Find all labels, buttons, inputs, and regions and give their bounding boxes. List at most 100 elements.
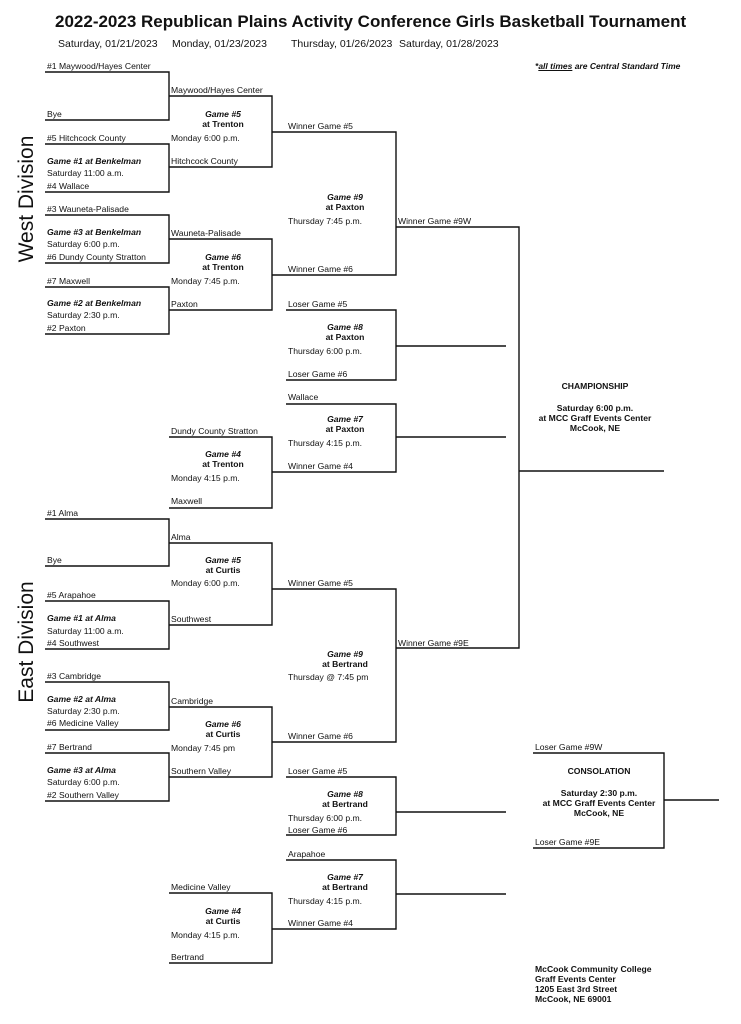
game-2-west-title: Game #2 at Benkelman [47,298,142,308]
game-1-west-title: Game #1 at Benkelman [47,156,142,166]
date-round-3: Thursday, 01/26/2023 [291,38,393,50]
r2-alma: Alma [171,532,191,542]
game-9-east-title: Game #9 [327,649,363,659]
game-3-west-time: Saturday 6:00 p.m. [47,239,120,249]
team-southwest-seed: #4 Southwest [47,638,100,648]
game-3-east-title: Game #3 at Alma [47,765,116,775]
game-6-east-site: at Curtis [205,729,241,739]
game-5-east-time: Monday 6:00 p.m. [171,578,240,588]
consolation-block: CONSOLATION Saturday 2:30 p.m. at MCC Gr… [524,766,674,818]
team-medicine-valley-seed: #6 Medicine Valley [47,718,119,728]
team-bertrand-seed: #7 Bertrand [47,742,92,752]
consolation-site: at MCC Graff Events Center [542,798,656,808]
r2-hitchcock: Hitchcock County [171,156,238,166]
game-8-east-site: at Bertrand [322,799,368,809]
game-5-east-title: Game #5 [205,555,241,565]
game-5-west-time: Monday 6:00 p.m. [171,133,240,143]
game-7-west-block: Game #7 at Paxton [300,414,390,434]
r2-medicine-valley: Medicine Valley [171,882,231,892]
time-zone-note: *all times are Central Standard Time [535,61,681,71]
game-7-east-time: Thursday 4:15 p.m. [288,896,363,906]
loser-game-5-east: Loser Game #5 [288,766,348,776]
game-4-west-title: Game #4 [205,449,241,459]
winner-game-9e: Winner Game #9E [398,638,469,648]
game-8-west-title: Game #8 [327,322,363,332]
r3-arapahoe: Arapahoe [288,849,326,859]
date-round-4: Saturday, 01/28/2023 [399,38,499,50]
game-4-east-title: Game #4 [205,906,241,916]
game-8-west-site: at Paxton [325,332,365,342]
game-7-east-title: Game #7 [327,872,363,882]
game-6-west-title: Game #6 [205,252,241,262]
r2-maywood-hayes: Maywood/Hayes Center [171,85,263,95]
address-line-2: Graff Events Center [535,974,616,984]
r2-cambridge: Cambridge [171,696,214,706]
game-6-east-title: Game #6 [205,719,241,729]
game-6-east-block: Game #6 at Curtis [178,719,268,739]
team-maywood-hayes-seed: #1 Maywood/Hayes Center [47,61,151,71]
game-5-east-site: at Curtis [205,565,241,575]
address-line-4: McCook, NE 69001 [535,994,612,1004]
consolation-title: CONSOLATION [567,766,631,776]
game-9-west-site: at Paxton [325,202,365,212]
game-8-east-title: Game #8 [327,789,363,799]
game-8-west-block: Game #8 at Paxton [300,322,390,342]
consolation-city: McCook, NE [573,808,625,818]
address-line-1: McCook Community College [535,964,652,974]
championship-block: CHAMPIONSHIP Saturday 6:00 p.m. at MCC G… [520,381,670,433]
game-5-east-block: Game #5 at Curtis [178,555,268,575]
game-5-west-title: Game #5 [205,109,241,119]
loser-game-5-west: Loser Game #5 [288,299,348,309]
game-9-west-title: Game #9 [327,192,363,202]
r2-bertrand: Bertrand [171,952,204,962]
team-arapahoe-seed: #5 Arapahoe [47,590,96,600]
game-7-west-title: Game #7 [327,414,363,424]
consolation-time: Saturday 2:30 p.m. [560,788,638,798]
loser-game-6-west: Loser Game #6 [288,369,348,379]
winner-game-6-west: Winner Game #6 [288,264,353,274]
game-5-west-block: Game #5 at Trenton [178,109,268,129]
game-4-west-block: Game #4 at Trenton [178,449,268,469]
game-7-west-time: Thursday 4:15 p.m. [288,438,363,448]
team-dundy-county-seed: #6 Dundy County Stratton [47,252,146,262]
game-2-east-time: Saturday 2:30 p.m. [47,706,120,716]
team-alma-seed: #1 Alma [47,508,79,518]
game-4-east-site: at Curtis [205,916,241,926]
championship-city: McCook, NE [569,423,621,433]
winner-game-5-west: Winner Game #5 [288,121,353,131]
team-paxton-seed: #2 Paxton [47,323,86,333]
game-1-west-time: Saturday 11:00 a.m. [47,168,124,178]
game-9-east-block: Game #9 at Bertrand [300,649,390,669]
game-7-east-block: Game #7 at Bertrand [300,872,390,892]
date-round-2: Monday, 01/23/2023 [172,38,267,50]
team-southern-valley-seed: #2 Southern Valley [47,790,119,800]
game-7-west-site: at Paxton [325,424,365,434]
west-division-label: West Division [15,135,38,263]
game-8-east-block: Game #8 at Bertrand [300,789,390,809]
address-block: McCook Community College Graff Events Ce… [535,964,652,1004]
game-6-west-block: Game #6 at Trenton [178,252,268,272]
winner-game-4-east: Winner Game #4 [288,918,353,928]
game-1-east-title: Game #1 at Alma [47,613,116,623]
game-9-west-block: Game #9 at Paxton [300,192,390,212]
loser-game-6-east: Loser Game #6 [288,825,348,835]
game-2-west-time: Saturday 2:30 p.m. [47,310,120,320]
championship-title: CHAMPIONSHIP [561,381,629,391]
game-4-east-time: Monday 4:15 p.m. [171,930,240,940]
championship-site: at MCC Graff Events Center [538,413,652,423]
winner-game-4-west: Winner Game #4 [288,461,353,471]
r2-southwest: Southwest [171,614,212,624]
team-maxwell-seed: #7 Maxwell [47,276,90,286]
address-line-3: 1205 East 3rd Street [535,984,618,994]
loser-game-9e: Loser Game #9E [535,837,600,847]
r2-wauneta-palisade: Wauneta-Palisade [171,228,241,238]
game-9-east-site: at Bertrand [322,659,368,669]
game-6-west-time: Monday 7:45 p.m. [171,276,240,286]
team-wauneta-palisade-seed: #3 Wauneta-Palisade [47,204,129,214]
r2-paxton: Paxton [171,299,198,309]
game-2-east-title: Game #2 at Alma [47,694,116,704]
game-4-east-block: Game #4 at Curtis [178,906,268,926]
game-3-east-time: Saturday 6:00 p.m. [47,777,120,787]
